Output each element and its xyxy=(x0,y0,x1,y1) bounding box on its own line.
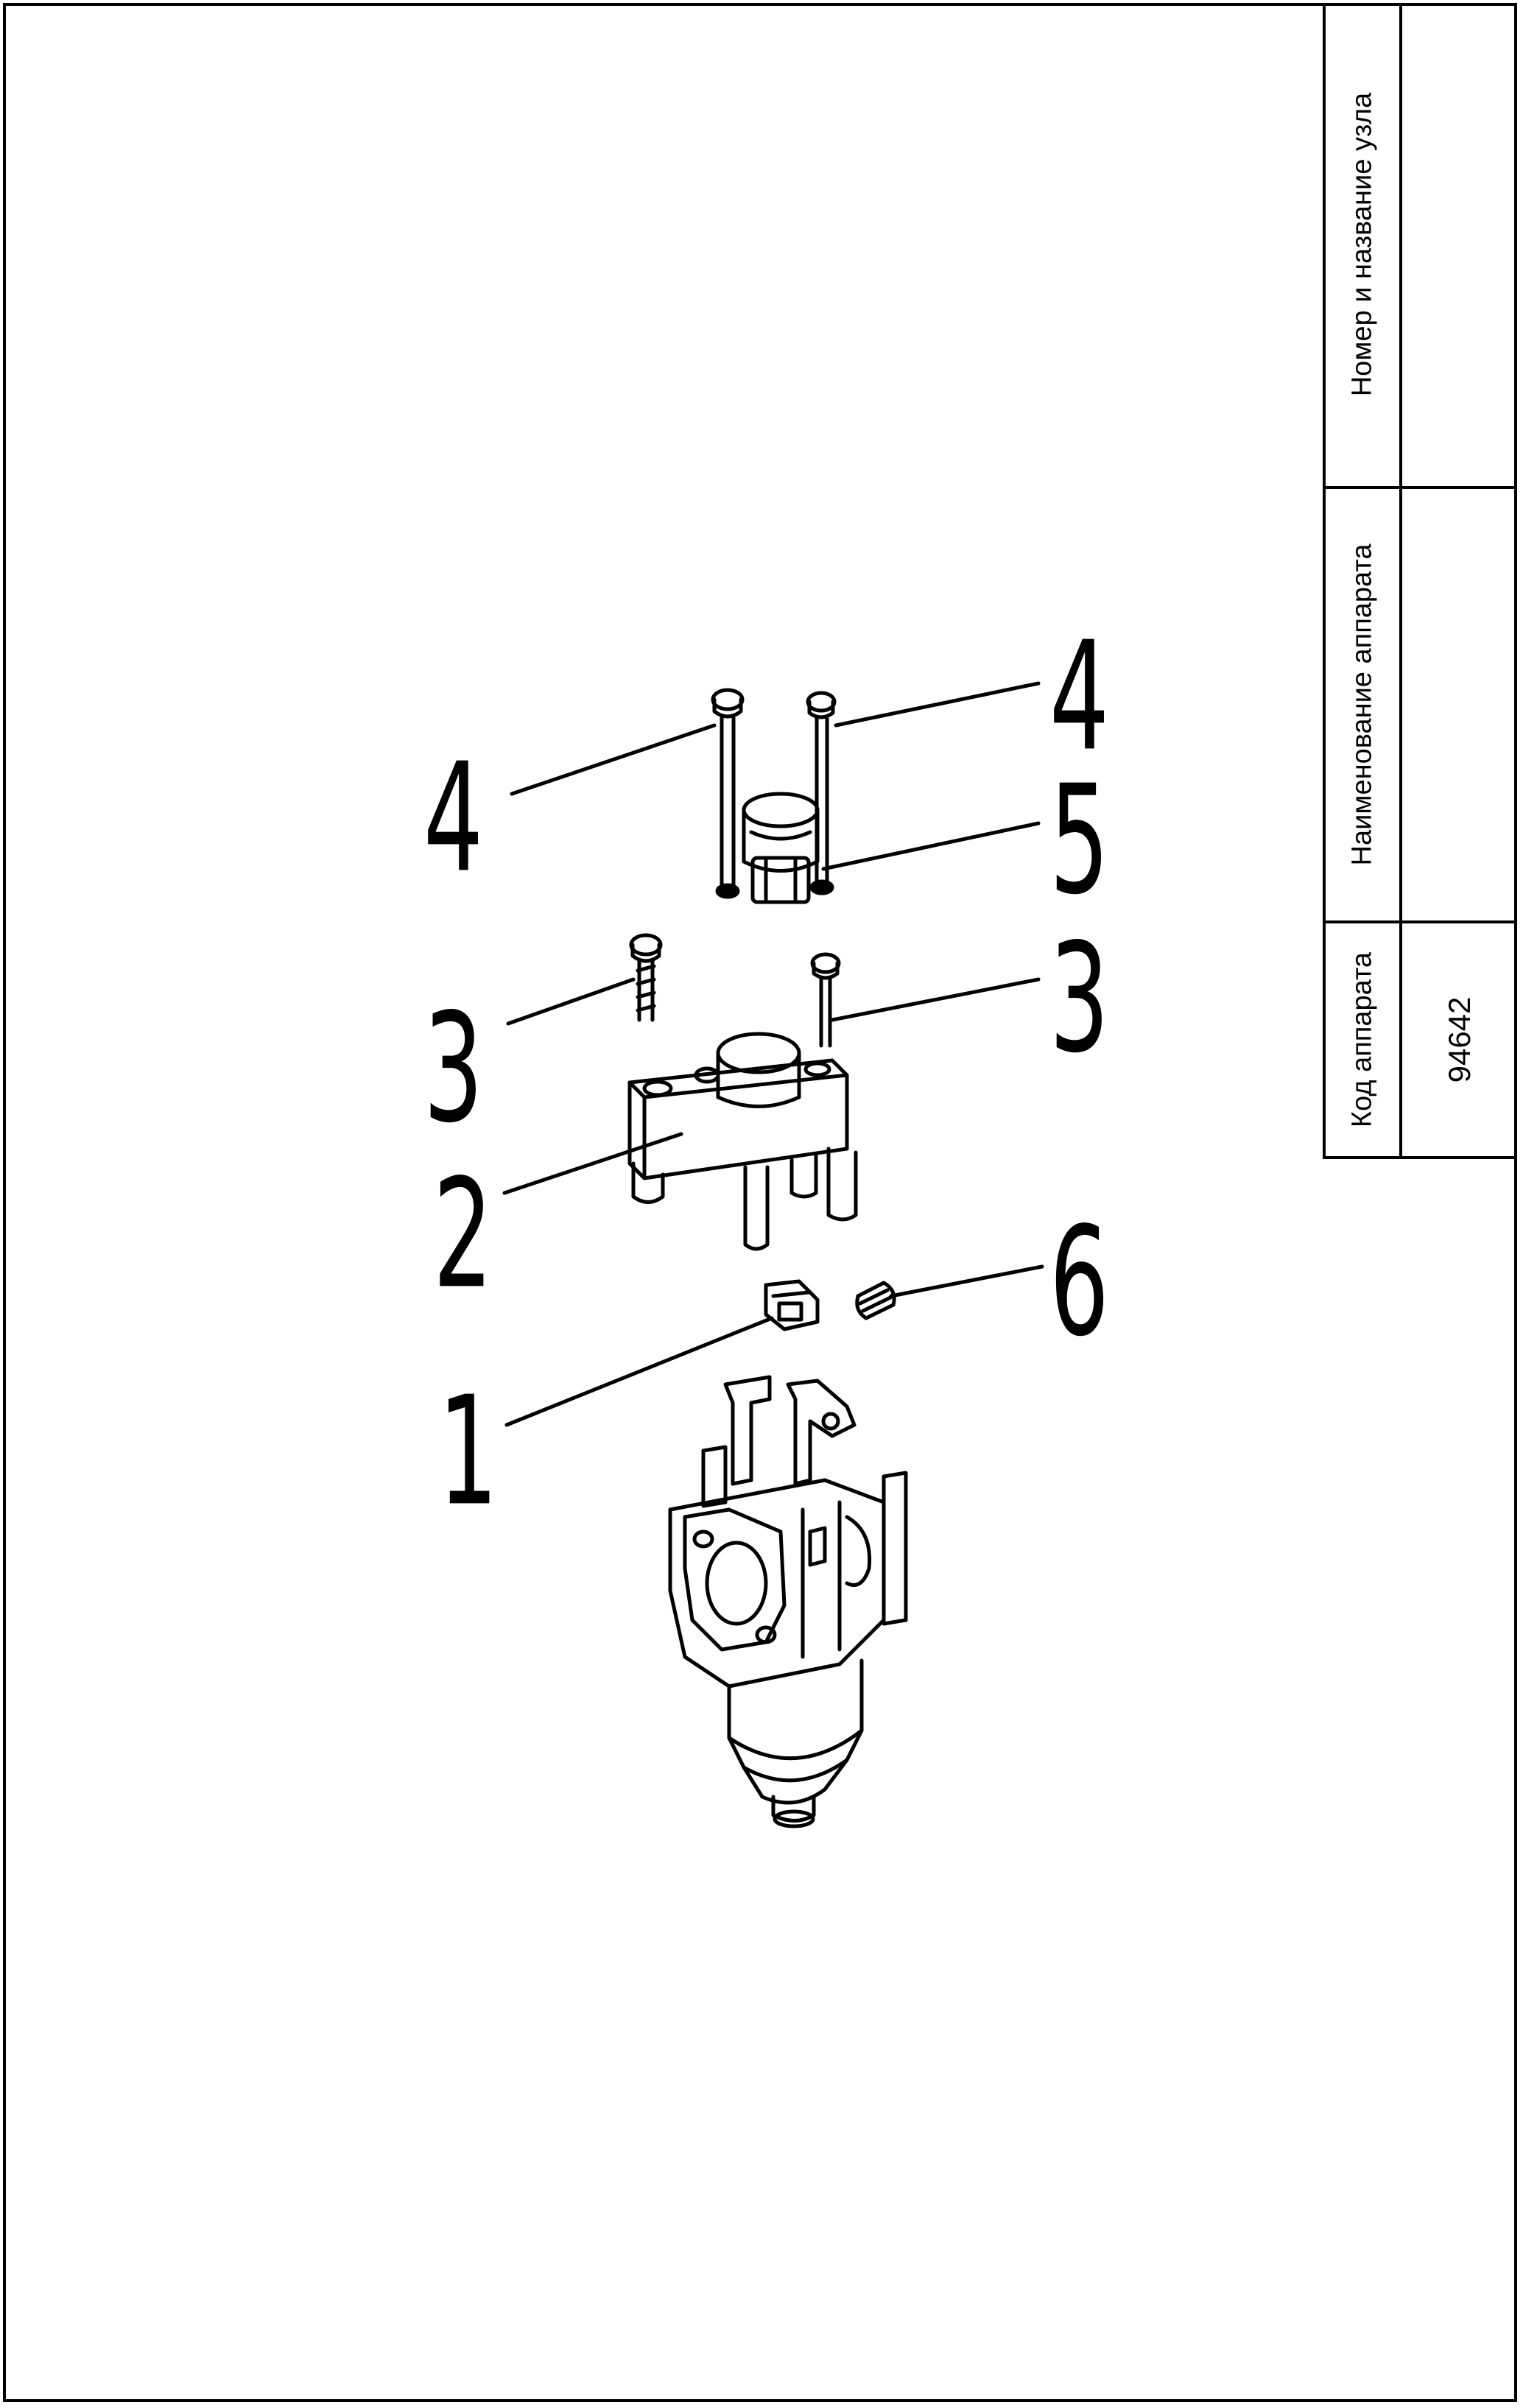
screw-3-left xyxy=(629,933,663,1022)
title-block-value-column: 94642 xyxy=(1402,3,1517,1156)
spring-part-6 xyxy=(855,1281,896,1320)
callout-label-6: 6 xyxy=(1049,1195,1109,1370)
leader-line-5 xyxy=(821,821,1041,871)
callout-label-3-right: 3 xyxy=(1049,912,1109,1086)
leader-line-3-left xyxy=(506,977,636,1026)
solenoid-part-5 xyxy=(742,792,820,904)
leader-line-6 xyxy=(889,1264,1044,1298)
screw-4-left xyxy=(711,688,745,899)
leader-line-4-left xyxy=(510,723,717,796)
title-block-node-header-cell: Номер и название узла xyxy=(1326,3,1399,489)
callout-label-2: 2 xyxy=(433,1147,493,1322)
title-block-node-value-cell xyxy=(1402,3,1517,489)
screw-3-right xyxy=(810,952,841,1048)
title-block-apparatus-name-header-cell: Наименование аппарата xyxy=(1326,489,1399,923)
title-block: Номер и название узла Наименование аппар… xyxy=(1323,3,1517,1159)
clip-part-1 xyxy=(764,1279,820,1331)
leader-line-4-right xyxy=(834,681,1041,728)
cover-plate-part-2 xyxy=(627,1032,858,1251)
callout-label-5: 5 xyxy=(1049,753,1109,928)
leader-line-3-right xyxy=(830,977,1041,1022)
leader-line-1 xyxy=(504,1316,774,1427)
title-block-apparatus-name-value-cell xyxy=(1402,489,1517,923)
callout-label-4-left: 4 xyxy=(423,731,483,906)
callout-labels: 4 4 5 3 3 2 6 1 xyxy=(423,610,1109,1539)
leader-line-2 xyxy=(502,1132,683,1195)
callout-label-1: 1 xyxy=(438,1365,498,1539)
drawing-frame xyxy=(3,3,1517,2402)
title-block-header-column: Номер и название узла Наименование аппар… xyxy=(1326,3,1402,1156)
callout-label-3-left: 3 xyxy=(423,982,483,1156)
carburetor-body xyxy=(668,1375,908,1828)
callout-label-4-right: 4 xyxy=(1049,610,1109,784)
